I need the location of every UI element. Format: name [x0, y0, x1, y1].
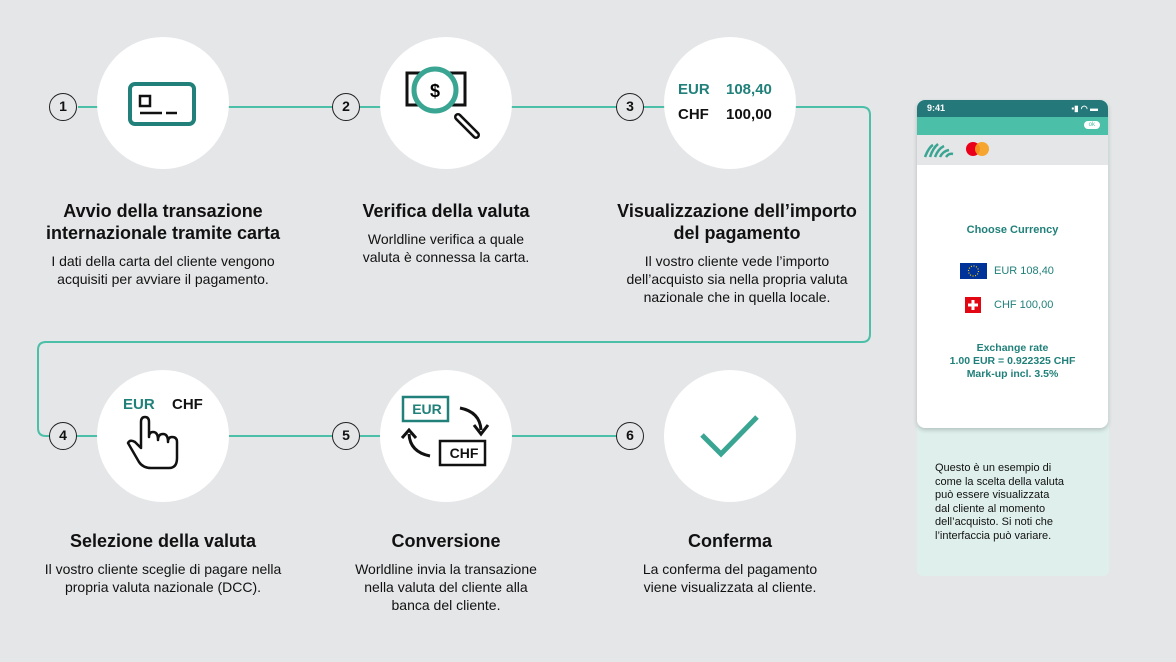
- step-title: Conversione: [391, 531, 501, 551]
- step-title: Selezione della valuta: [69, 531, 257, 551]
- currency-option-eur[interactable]: EUR 108,40: [960, 262, 1100, 280]
- mastercard-icon: [966, 142, 989, 156]
- amount-eur: 108,40: [726, 81, 772, 98]
- markup: Mark-up incl. 3.5%: [966, 368, 1059, 380]
- note-text: Questo è un esempio di come la scelta de…: [935, 462, 1065, 542]
- step-5-circle: EUR CHF: [380, 370, 512, 502]
- currency-eur: EUR: [678, 81, 710, 98]
- step-title: Avvio della transazione internazionale t…: [45, 201, 281, 243]
- brand-bar: [917, 135, 1108, 165]
- checkmark-icon: [700, 415, 759, 458]
- currency-eur: EUR: [412, 401, 442, 417]
- step-3-circle: EUR 108,40 CHF 100,00: [664, 37, 796, 169]
- magnifier-dollar-icon: $: [405, 66, 480, 139]
- exchange-info: Exchange rate 1.00 EUR = 0.922325 CHF Ma…: [917, 342, 1108, 381]
- step-number: 1: [49, 93, 77, 121]
- status-bar: 9:41 ▪▮ ◠ ▬: [917, 100, 1108, 117]
- hand-pointer-icon: [126, 415, 179, 470]
- step-number: 2: [332, 93, 360, 121]
- credit-card-icon: [128, 82, 196, 126]
- step-4-text: Selezione della valuta Il vostro cliente …: [28, 530, 298, 596]
- option-label: CHF 100,00: [994, 299, 1054, 311]
- exchange-rate: 1.00 EUR = 0.922325 CHF: [949, 355, 1076, 367]
- step-title: Visualizzazione dell’importo del pagamen…: [617, 201, 857, 243]
- exchange-title: Exchange rate: [976, 342, 1049, 354]
- worldline-logo-icon: [923, 143, 954, 158]
- signal-wifi-battery-icon: ▪▮ ◠ ▬: [1071, 104, 1098, 113]
- step-description: I dati della carta del cliente vengono a…: [51, 253, 275, 287]
- step-description: Il vostro cliente sceglie di pagare nell…: [44, 561, 282, 595]
- currency-chf: CHF: [172, 396, 203, 413]
- choose-currency-heading: Choose Currency: [966, 224, 1059, 236]
- currency-option-chf[interactable]: CHF 100,00: [965, 296, 1105, 314]
- currency-eur: EUR: [123, 396, 155, 413]
- swiss-flag-icon: [965, 297, 981, 313]
- step-3-text: Visualizzazione dell’importo del pagamen…: [602, 200, 872, 306]
- step-description: Worldline verifica a quale valuta è conn…: [362, 231, 530, 265]
- svg-text:$: $: [430, 81, 440, 101]
- clock: 9:41: [927, 103, 946, 113]
- step-4-circle: EUR CHF: [97, 370, 229, 502]
- step-number: 5: [332, 422, 360, 450]
- currency-chf: CHF: [678, 106, 709, 123]
- step-number: 6: [616, 422, 644, 450]
- step-description: Worldline invia la transazione nella val…: [355, 561, 537, 613]
- exchange-arrows-icon: [400, 395, 490, 467]
- step-1-text: Avvio della transazione internazionale t…: [28, 200, 298, 288]
- eu-flag-icon: [960, 263, 987, 279]
- option-label: EUR 108,40: [994, 265, 1054, 277]
- step-title: Conferma: [687, 531, 772, 551]
- step-6-circle: [664, 370, 796, 502]
- phone-mockup: 9:41 ▪▮ ◠ ▬ ok Choose Currency EUR 108,40…: [917, 100, 1108, 428]
- step-6-text: Conferma La conferma del pagamento viene …: [595, 530, 865, 596]
- step-number: 3: [616, 93, 644, 121]
- currency-chf: CHF: [449, 445, 479, 461]
- step-number: 4: [49, 422, 77, 450]
- step-1-circle: [97, 37, 229, 169]
- step-description: Il vostro cliente vede l’importo dell’ac…: [626, 253, 848, 305]
- step-title: Verifica della valuta: [362, 201, 530, 221]
- app-bar: ok: [917, 117, 1108, 135]
- ok-button[interactable]: ok: [1083, 121, 1100, 129]
- step-2-circle: $: [380, 37, 512, 169]
- step-description: La conferma del pagamento viene visualiz…: [642, 561, 818, 595]
- amount-chf: 100,00: [726, 106, 772, 123]
